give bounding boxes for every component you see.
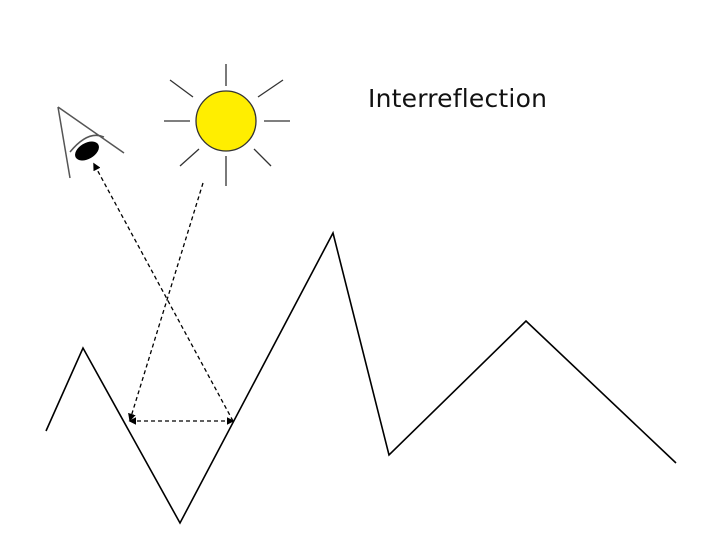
incident-ray-arrow <box>128 182 204 422</box>
eye-pupil <box>75 141 99 161</box>
sun-disc <box>195 90 257 152</box>
eye-icon <box>57 106 125 179</box>
diagram-title: Interreflection <box>368 84 548 113</box>
surface-profile <box>45 230 677 525</box>
sun-icon <box>164 64 290 186</box>
reflected-ray-arrow <box>93 162 234 422</box>
sun-rays <box>164 64 290 186</box>
light-paths <box>93 162 235 425</box>
